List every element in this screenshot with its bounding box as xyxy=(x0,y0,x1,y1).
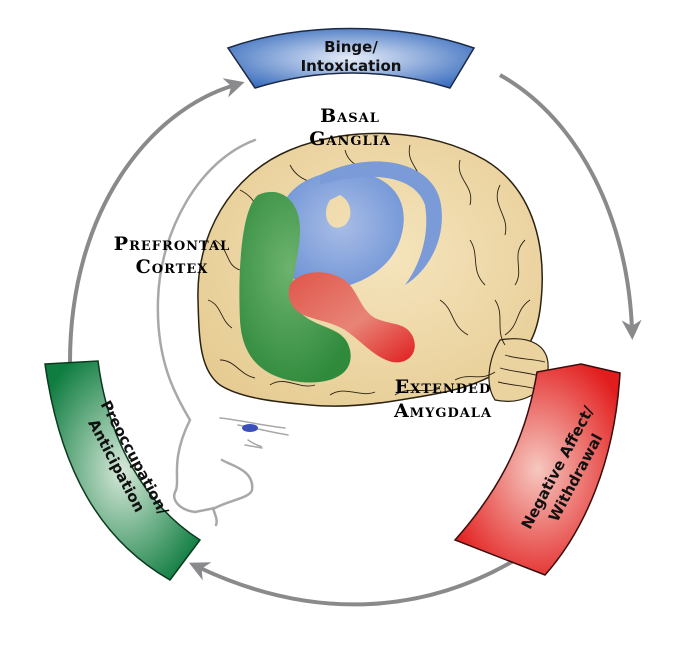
stage-label-binge-line1: Binge/ xyxy=(324,38,378,56)
prefrontal-cortex-label-line2: Cortex xyxy=(136,256,209,278)
region-label-prefrontal-cortex: Prefrontal Cortex xyxy=(114,233,230,278)
region-label-extended-amygdala: Extended Amygdala xyxy=(393,376,492,422)
caudate-tail xyxy=(320,161,442,285)
cycle-arrows xyxy=(68,73,642,607)
extended-amygdala-region xyxy=(288,272,415,363)
arrow-withdrawal-to-preoccupation xyxy=(188,558,517,607)
eye-icon xyxy=(242,424,258,432)
stage-label-binge-line2: Intoxication xyxy=(301,57,402,75)
region-label-basal-ganglia: Basal Ganglia xyxy=(309,105,391,150)
basal-ganglia-label-line1: Basal xyxy=(320,105,380,127)
brain-folds xyxy=(207,144,547,396)
extended-amygdala-label-line1: Extended xyxy=(395,376,492,398)
arrow-binge-to-withdrawal xyxy=(499,73,642,340)
stage-banner-binge: Binge/ Intoxication xyxy=(226,27,476,89)
prefrontal-cortex-region xyxy=(239,191,351,383)
stage-banner-withdrawal: Negative Affect/ Withdrawal xyxy=(453,363,621,576)
arrow-preoccupation-to-binge xyxy=(68,78,245,363)
prefrontal-cortex-label-line1: Prefrontal xyxy=(114,233,230,255)
brain-illustration xyxy=(197,132,549,407)
face-outline xyxy=(156,138,289,527)
extended-amygdala-label-line2: Amygdala xyxy=(393,400,492,422)
basal-ganglia-label-line2: Ganglia xyxy=(309,128,391,150)
basal-ganglia-region xyxy=(279,171,404,291)
stage-banner-preoccupation: Preoccupation/ Anticipation xyxy=(44,360,202,581)
cerebellum xyxy=(488,338,549,402)
